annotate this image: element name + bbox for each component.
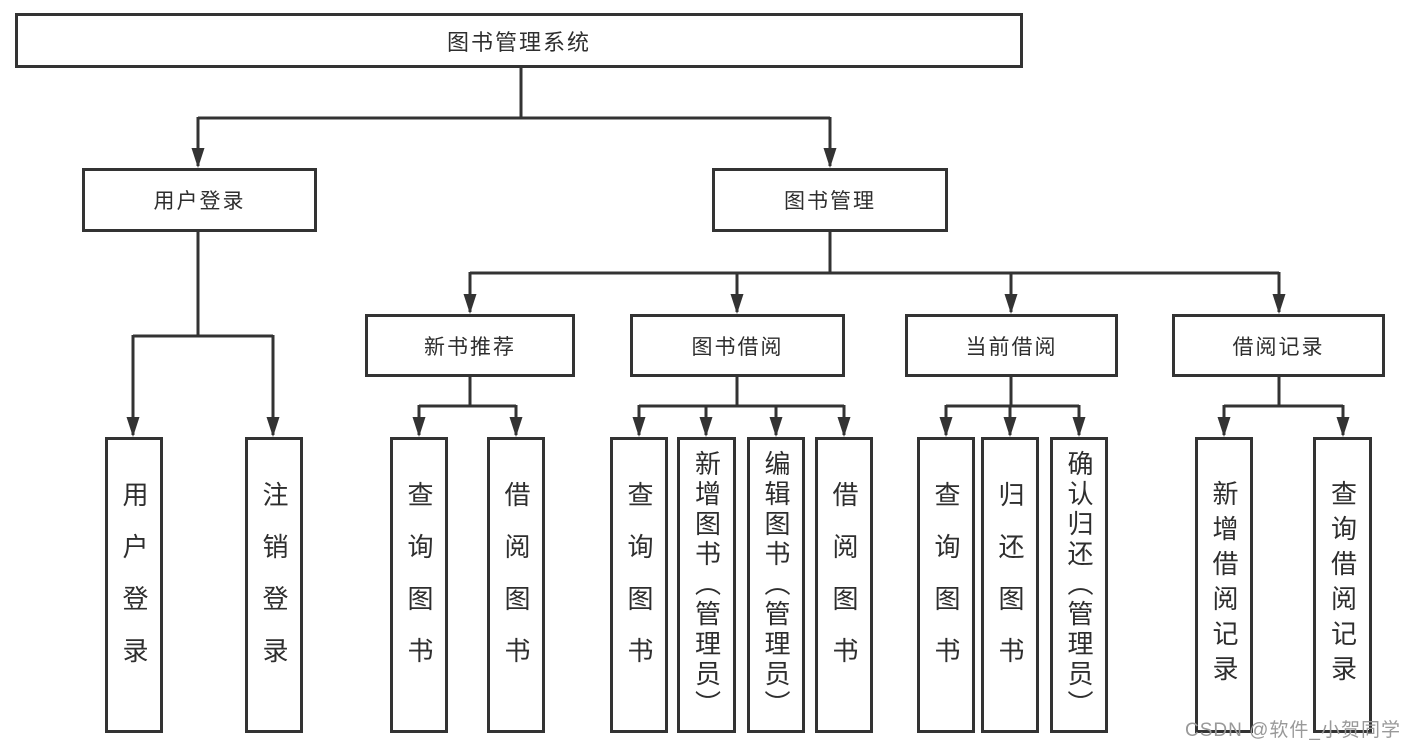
- node-root: 图书管理系统: [15, 13, 1023, 68]
- leaf-add-book-admin: 新增图书（管理员）: [677, 437, 736, 733]
- leaf-logout-label: 注销登录: [259, 481, 289, 689]
- node-book-management: 图书管理: [712, 168, 948, 232]
- leaf-borrow-book-recommend-label: 借阅图书: [501, 481, 531, 689]
- leaf-query-borrow-record-label: 查询借阅记录: [1327, 480, 1358, 690]
- node-book-borrow-label: 图书借阅: [691, 335, 784, 359]
- node-current-borrow-label: 当前借阅: [965, 335, 1058, 359]
- leaf-borrow-book-recommend: 借阅图书: [487, 437, 545, 733]
- leaf-edit-book-admin-label: 编辑图书（管理员）: [761, 450, 791, 720]
- leaf-logout: 注销登录: [245, 437, 303, 733]
- node-borrow-record: 借阅记录: [1172, 314, 1385, 377]
- leaf-confirm-return-admin: 确认归还（管理员）: [1050, 437, 1108, 733]
- node-borrow-record-label: 借阅记录: [1232, 335, 1325, 359]
- node-root-label: 图书管理系统: [446, 29, 591, 55]
- node-user-login-label: 用户登录: [153, 190, 246, 213]
- leaf-user-login-label: 用户登录: [119, 481, 149, 689]
- leaf-confirm-return-admin-label: 确认归还（管理员）: [1064, 450, 1094, 720]
- node-current-borrow: 当前借阅: [905, 314, 1118, 377]
- node-book-borrow: 图书借阅: [630, 314, 845, 377]
- node-new-book-recommend-label: 新书推荐: [424, 335, 516, 359]
- leaf-return-book-label: 归还图书: [995, 481, 1025, 689]
- leaf-query-book-recommend: 查询图书: [390, 437, 448, 733]
- leaf-query-book-current: 查询图书: [917, 437, 975, 733]
- node-book-management-label: 图书管理: [784, 190, 876, 213]
- leaf-borrow-book: 借阅图书: [815, 437, 873, 733]
- leaf-borrow-book-label: 借阅图书: [829, 481, 859, 689]
- leaf-query-borrow-record: 查询借阅记录: [1313, 437, 1372, 733]
- leaf-add-borrow-record: 新增借阅记录: [1195, 437, 1253, 733]
- leaf-add-book-admin-label: 新增图书（管理员）: [691, 450, 722, 720]
- leaf-add-borrow-record-label: 新增借阅记录: [1209, 480, 1239, 690]
- leaf-query-book-borrow: 查询图书: [610, 437, 668, 733]
- leaf-edit-book-admin: 编辑图书（管理员）: [747, 437, 805, 733]
- leaf-query-book-current-label: 查询图书: [931, 481, 961, 689]
- leaf-return-book: 归还图书: [981, 437, 1039, 733]
- leaf-query-book-recommend-label: 查询图书: [404, 481, 434, 689]
- leaf-user-login: 用户登录: [105, 437, 163, 733]
- node-user-login: 用户登录: [82, 168, 317, 232]
- watermark-text: CSDN @软件_小贺同学: [1185, 720, 1401, 741]
- node-new-book-recommend: 新书推荐: [365, 314, 575, 377]
- leaf-query-book-borrow-label: 查询图书: [624, 481, 654, 689]
